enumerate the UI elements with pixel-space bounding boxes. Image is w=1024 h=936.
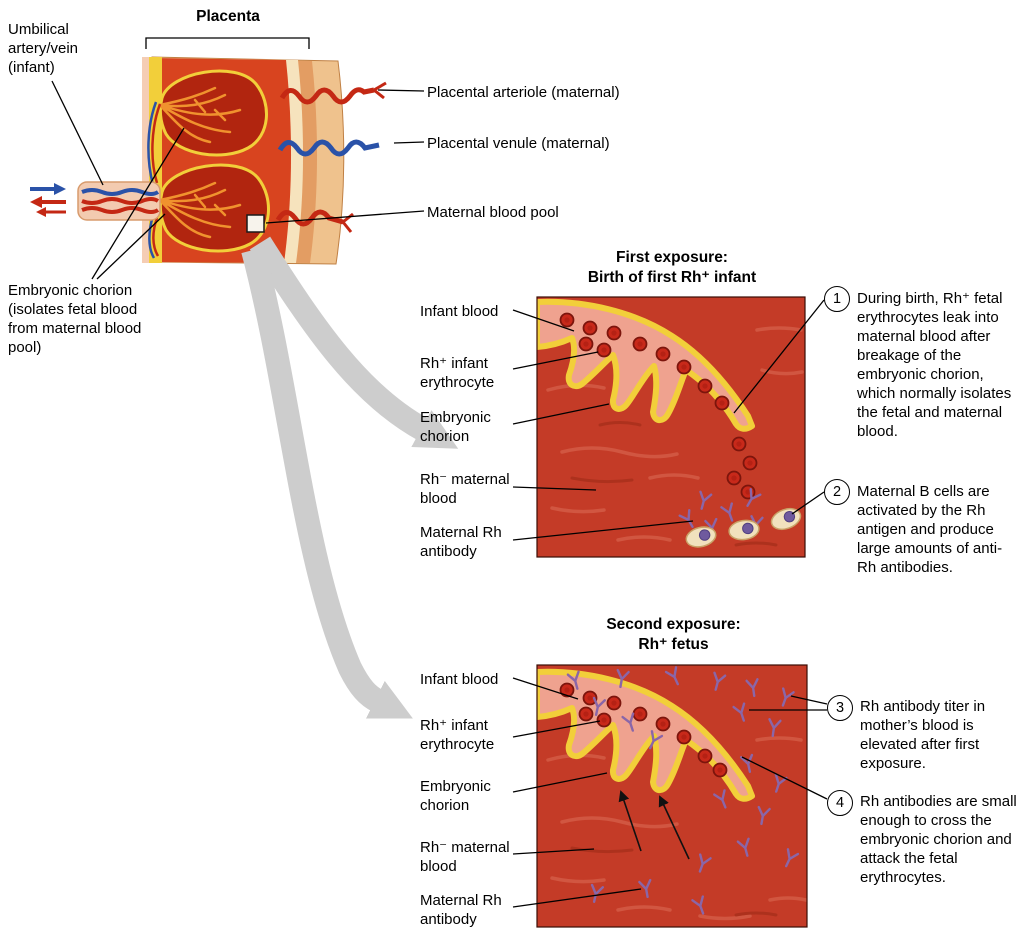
- step-1-text: During birth, Rh⁺ fetal erythrocytes lea…: [857, 290, 1012, 440]
- zoom-box: [246, 214, 265, 233]
- step-3-text: Rh antibody titer in mother’s blood is e…: [860, 698, 986, 772]
- p2-maternal-blood-label: Rh⁻ maternal blood: [420, 839, 510, 875]
- p1-chorion-label: Embryonic chorion: [420, 409, 491, 445]
- placenta-bracket: [145, 37, 310, 49]
- p1-antibody-label: Maternal Rh antibody: [420, 524, 502, 560]
- second-exposure-art: [536, 664, 808, 928]
- p1-infant-blood-label: Infant blood: [420, 303, 499, 320]
- maternal-blood-pools: [158, 69, 270, 253]
- magnify-arrows: [241, 236, 459, 719]
- first-exposure-title: First exposure: Birth of first Rh⁺ infan…: [540, 248, 804, 288]
- arteriole-label: Placental arteriole (maternal): [427, 84, 620, 101]
- embryonic-chorion-label: Embryonic chorion (isolates fetal blood …: [8, 282, 142, 356]
- step-4-marker: 4: [827, 790, 853, 816]
- panel-border: [536, 664, 808, 928]
- gray-arrow-to-first-panel: [249, 236, 459, 449]
- blood-flow-arrows: [30, 183, 66, 217]
- step-4-text: Rh antibodies are small enough to cross …: [860, 793, 1017, 886]
- p2-antibody-label: Maternal Rh antibody: [420, 892, 502, 928]
- p2-infant-blood-label: Infant blood: [420, 671, 499, 688]
- p1-maternal-blood-label: Rh⁻ maternal blood: [420, 471, 510, 507]
- step-2-marker: 2: [824, 479, 850, 505]
- blood-streaks: [546, 326, 804, 542]
- step-3-marker: 3: [827, 695, 853, 721]
- placenta-illustration: [30, 56, 387, 265]
- leader-lines-second-panel: [512, 677, 828, 908]
- antibody-crossing-arrows: [618, 790, 690, 860]
- second-exposure-title-line1: Second exposure:: [606, 616, 741, 633]
- second-exposure-title: Second exposure: Rh⁺ fetus: [540, 615, 807, 655]
- p1-erythrocyte-label: Rh⁺ infant erythrocyte: [420, 355, 495, 391]
- leader-lines-main: [51, 37, 425, 280]
- panel-border: [536, 296, 806, 558]
- second-exposure-title-line2: Rh⁺ fetus: [638, 636, 709, 653]
- placenta-label: Placenta: [196, 8, 260, 25]
- umbilical-label: Umbilical artery/vein (infant): [8, 21, 79, 76]
- blood-pool-label: Maternal blood pool: [427, 204, 559, 221]
- first-exposure-title-line1: First exposure:: [616, 249, 728, 266]
- gray-arrow-to-second-panel: [241, 246, 413, 719]
- villi-trees: [158, 86, 242, 239]
- step-2-text: Maternal B cells are activated by the Rh…: [857, 483, 1003, 576]
- leader-lines-first-panel: [512, 299, 825, 541]
- maternal-vessels: [275, 81, 387, 233]
- first-exposure-title-line2: Birth of first Rh⁺ infant: [587, 269, 757, 286]
- umbilical-cord: [77, 181, 161, 221]
- venule-label: Placental venule (maternal): [427, 135, 610, 152]
- first-exposure-art: [536, 296, 806, 558]
- p2-erythrocyte-label: Rh⁺ infant erythrocyte: [420, 717, 495, 753]
- step-1-marker: 1: [824, 286, 850, 312]
- p2-chorion-label: Embryonic chorion: [420, 778, 491, 814]
